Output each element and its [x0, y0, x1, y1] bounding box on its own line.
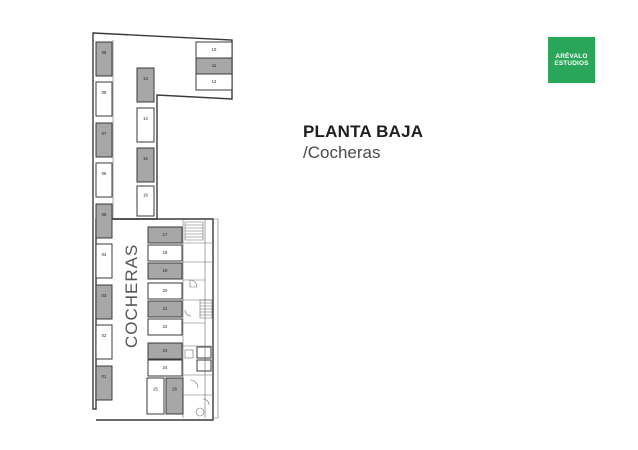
parking-space-03: [95, 284, 113, 320]
brand-logo: ARÉVALO ESTUDIOS: [548, 37, 595, 83]
parking-space-number: 16: [143, 193, 148, 198]
parking-space-19: [147, 262, 183, 280]
parking-space-number: 06: [102, 171, 107, 176]
parking-space-number: 10: [212, 47, 217, 52]
parking-space-13: [136, 67, 155, 103]
parking-space-number: 20: [163, 288, 168, 293]
parking-space-12: [195, 73, 233, 91]
parking-space-22: [147, 318, 183, 336]
parking-space-number: 04: [102, 252, 107, 257]
wall-core-right: [204, 218, 219, 419]
parking-space-21: [147, 300, 183, 318]
parking-space-01: [95, 365, 113, 401]
parking-space-number: 12: [212, 79, 217, 84]
parking-space-16: [136, 185, 155, 217]
parking-space-14: [136, 107, 155, 143]
parking-space-number: 24: [163, 365, 168, 370]
parking-space-number: 09: [102, 50, 107, 55]
parking-space-number: 18: [163, 250, 168, 255]
wall-partitions: [183, 242, 213, 396]
area-label: COCHERAS: [122, 244, 141, 348]
parking-space-18: [147, 244, 183, 262]
parking-space-26: [165, 377, 184, 415]
parking-space-number: 22: [163, 324, 168, 329]
parking-space-number: 05: [102, 212, 107, 217]
parking-space-number: 17: [163, 232, 168, 237]
parking-space-06: [95, 162, 113, 198]
parking-space-05: [95, 203, 113, 239]
door-swings: [184, 279, 210, 417]
parking-space-23: [147, 342, 183, 360]
stair-hatch: [184, 221, 213, 319]
parking-space-number: 21: [163, 306, 168, 311]
parking-space-number: 26: [172, 387, 177, 392]
parking-space-07: [95, 122, 113, 158]
parking-space-number: 14: [143, 116, 148, 121]
parking-space-08: [95, 81, 113, 117]
parking-space-04: [95, 243, 113, 279]
title-block: PLANTA BAJA /Cocheras: [303, 122, 423, 164]
parking-space-number: 08: [102, 90, 107, 95]
page-subtitle: /Cocheras: [303, 143, 381, 162]
parking-space-17: [147, 226, 183, 244]
parking-space-25: [146, 377, 165, 415]
parking-space-number: 01: [102, 374, 107, 379]
logo-line-1: ARÉVALO: [555, 52, 588, 60]
parking-space-15: [136, 147, 155, 183]
parking-space-number: 23: [163, 348, 168, 353]
elevator-boxes: [184, 346, 212, 372]
parking-space-number: 25: [153, 387, 158, 392]
building-outline-lower: [96, 218, 214, 421]
parking-space-number: 15: [143, 156, 148, 161]
parking-space-02: [95, 324, 113, 360]
parking-space-number: 07: [102, 131, 107, 136]
parking-spaces: 01 02 03 04 05 06 07 08 09 10 11 12 13 14 15 16 17 18 19 20…: [95, 41, 233, 415]
parking-space-number: 02: [102, 333, 107, 338]
parking-space-20: [147, 282, 183, 300]
parking-space-number: 13: [143, 76, 148, 81]
parking-space-number: 19: [163, 268, 168, 273]
logo-line-2: ESTUDIOS: [554, 60, 589, 67]
parking-space-24: [147, 359, 183, 377]
parking-space-09: [95, 41, 113, 77]
page-title: PLANTA BAJA: [303, 122, 424, 141]
parking-space-number: 11: [212, 63, 217, 68]
parking-space-number: 03: [102, 293, 107, 298]
